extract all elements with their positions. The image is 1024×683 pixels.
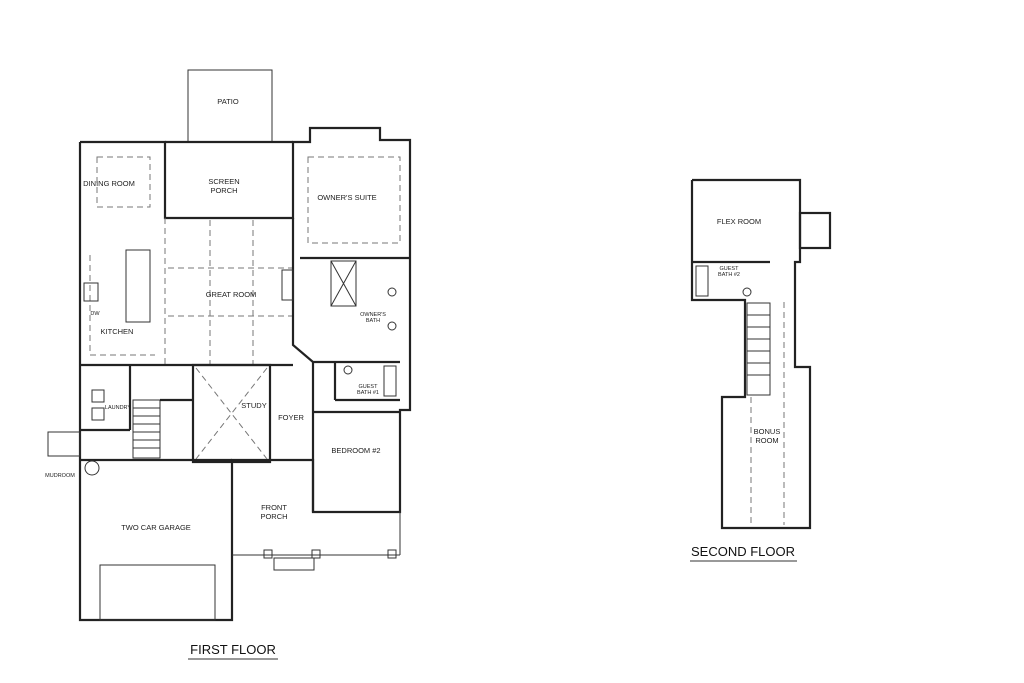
label-kitchen: KITCHEN — [101, 327, 134, 336]
second-floor-title: SECOND FLOOR — [691, 544, 795, 559]
dining-ceiling — [96, 156, 151, 208]
first-floor-title: FIRST FLOOR — [190, 642, 276, 657]
label-study: STUDY — [241, 401, 266, 410]
sink-icon — [343, 365, 353, 375]
shower — [330, 260, 357, 307]
label-guest-bath-1b: BATH #1 — [357, 390, 379, 396]
sink-icon — [387, 321, 397, 331]
label-flex-room: FLEX ROOM — [717, 217, 761, 226]
mudroom-bench — [47, 431, 81, 457]
shower-x — [330, 260, 357, 307]
porch-post — [311, 549, 321, 559]
label-mudroom: MUDROOM — [45, 473, 75, 479]
second-floor-walls — [690, 178, 812, 530]
label-front-porch-2: PORCH — [260, 512, 287, 521]
fireplace — [281, 269, 294, 301]
study-ceiling — [195, 367, 268, 460]
wall — [291, 258, 400, 364]
label-bedroom-2: BEDROOM #2 — [331, 446, 380, 455]
label-front-porch: FRONT — [261, 503, 287, 512]
study-walls — [191, 363, 272, 464]
sink-icon — [742, 287, 752, 297]
first-floor-plan — [47, 69, 412, 622]
label-two-car-garage: TWO CAR GARAGE — [121, 523, 191, 532]
label-owners-bath: OWNER'S — [360, 312, 386, 318]
label-screen-porch: SCREEN — [208, 177, 239, 186]
label-dining-room: DINING ROOM — [83, 179, 135, 188]
tub — [695, 265, 709, 297]
study-ceiling — [195, 367, 268, 460]
suite-ceiling — [307, 156, 401, 244]
closet — [798, 211, 832, 250]
dryer — [91, 407, 105, 421]
stairs — [746, 302, 771, 396]
sink-icon — [387, 287, 397, 297]
label-guest-bath-1: GUEST — [359, 384, 379, 390]
water-heater — [84, 460, 100, 476]
label-bonus-room: BONUS — [754, 427, 781, 436]
label-owners-bath-2: BATH — [366, 318, 380, 324]
porch-step — [273, 557, 315, 571]
porch-post — [263, 549, 273, 559]
washer — [91, 389, 105, 403]
patio-outline — [187, 69, 273, 143]
kitchen-sink — [83, 282, 99, 302]
second-floor-plan — [690, 178, 832, 530]
label-foyer: FOYER — [278, 413, 304, 422]
label-patio: PATIO — [217, 97, 239, 106]
label-bonus-room-2: ROOM — [755, 436, 778, 445]
label-screen-porch-2: PORCH — [210, 186, 237, 195]
porch-post — [387, 549, 397, 559]
label-guest-bath-2: GUEST — [720, 266, 740, 272]
garage-door — [99, 564, 216, 621]
label-owners-suite: OWNER'S SUITE — [317, 193, 376, 202]
stairs — [132, 399, 161, 459]
label-guest-bath-2b: BATH #2 — [718, 272, 740, 278]
tub — [383, 365, 397, 397]
label-dw: DW — [90, 311, 100, 317]
kitchen-island — [125, 249, 151, 323]
counter — [89, 255, 155, 356]
label-great-room: GREAT ROOM — [206, 290, 257, 299]
label-laundry: LAUNDRY — [105, 405, 132, 411]
